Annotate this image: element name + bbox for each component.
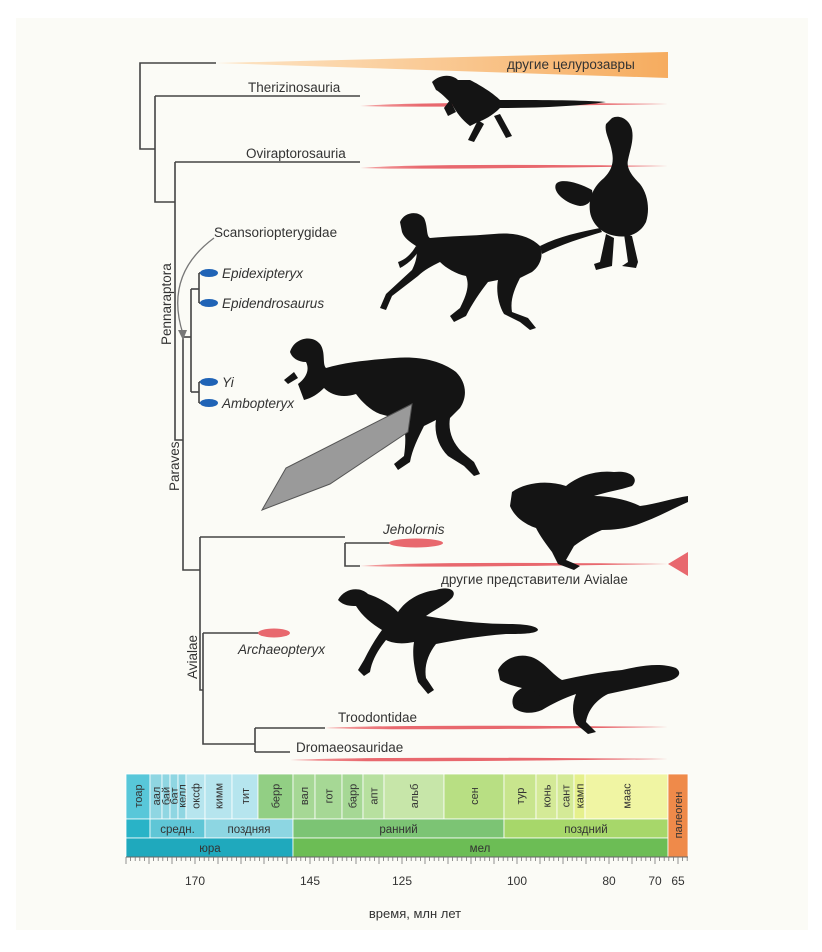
stage-label: тоар [133,784,145,807]
period-label-jurassic: юра [199,843,221,855]
stage-label: конь [542,784,554,807]
time-tick-label: 65 [671,874,685,888]
label-other-coelurosaurs: другие целурозавры [507,57,635,72]
specimen-marker-epidendrosaurus [200,299,218,307]
specimen-marker-ambopteryx [200,399,218,407]
stage-label: гот [324,789,336,804]
label-troodontidae: Troodontidae [338,710,417,725]
stage-label: оксф [191,783,203,809]
label-epidexipteryx: Epidexipteryx [222,266,304,281]
stage-label: апт [369,787,381,804]
time-tick-label: 70 [648,874,662,888]
range-bar-archaeopteryx [258,629,290,638]
epoch-label: средн. [160,824,195,836]
label-pennaraptora: Pennaraptora [159,263,174,345]
stage-label: альб [409,784,421,809]
specimen-marker-epidexipteryx [200,269,218,277]
epoch-label: поздний [564,824,607,836]
time-tick-label: 80 [602,874,616,888]
time-tick-label: 125 [392,874,412,888]
label-other-avialae: другие представители Avialae [441,572,628,587]
epoch-cell [126,819,150,838]
label-scansoriopterygidae: Scansoriopterygidae [214,225,337,240]
stage-label: кимм [214,783,226,809]
period-label-cretaceous: мел [470,843,491,855]
specimen-marker-yi [200,378,218,386]
label-epidendrosaurus: Epidendrosaurus [222,296,324,311]
stage-label: сен [469,787,481,805]
stage-label: берр [271,784,283,809]
epoch-label: ранний [379,824,417,836]
time-axis-label: время, млн лет [369,906,461,921]
stage-label: тит [240,788,252,804]
time-tick-label: 170 [185,874,205,888]
label-therizinosauria: Therizinosauria [248,80,341,95]
stage-label: сант [561,785,573,808]
stage-label: маас [622,783,634,809]
time-tick-label: 145 [300,874,320,888]
label-oviraptorosauria: Oviraptorosauria [246,146,346,161]
label-archaeopteryx: Archaeopteryx [237,642,326,657]
stage-label: барр [348,784,360,808]
label-dromaeosauridae: Dromaeosauridae [296,740,403,755]
stage-label: вал [299,787,311,805]
label-jeholornis: Jeholornis [382,522,445,537]
epoch-label: поздняя [227,824,270,836]
label-paraves: Paraves [167,441,182,491]
time-tick-label: 100 [507,874,527,888]
stage-label: тур [515,788,527,805]
range-bar-jeholornis [389,539,443,548]
label-yi: Yi [222,375,235,390]
label-ambopteryx: Ambopteryx [221,396,295,411]
label-avialae: Avialae [185,635,200,679]
paleogene-label: палеоген [673,792,685,839]
